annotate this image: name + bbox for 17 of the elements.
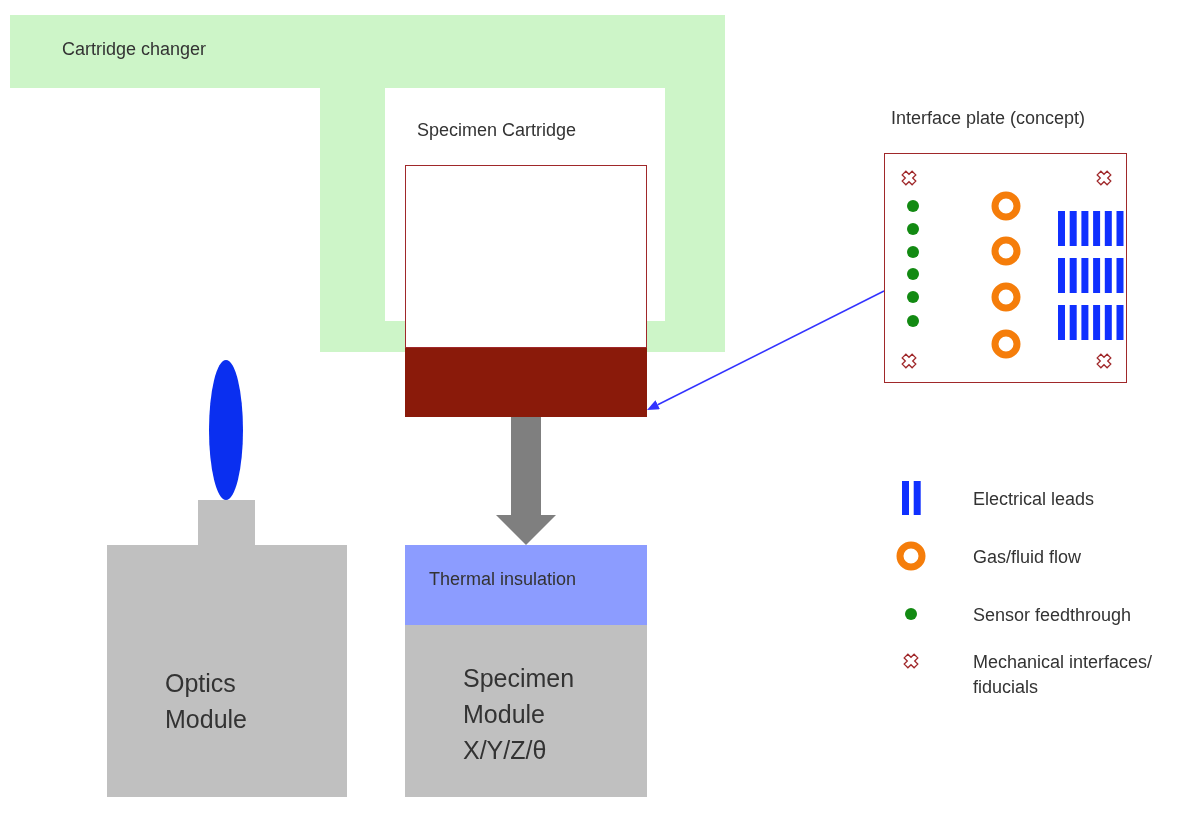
module-label: Specimen Module X/Y/Z/θ xyxy=(463,663,576,766)
cartridge-base-bar xyxy=(405,348,647,417)
plate-title: Interface plate (concept) xyxy=(891,108,1086,129)
legend-label: Gas/fluid flow xyxy=(973,546,1083,569)
specimen-module-block xyxy=(405,545,647,797)
arrow xyxy=(647,290,885,411)
cartridge-title: Specimen Cartridge xyxy=(417,120,577,141)
module-label: Optics Module xyxy=(165,668,248,735)
legend-label: Mechanical interfaces/ fiducials xyxy=(973,651,1154,699)
cartridge-changer-bar xyxy=(10,15,725,88)
frame-label: Cartridge changer xyxy=(62,39,207,60)
legend-label: Sensor feedthrough xyxy=(973,604,1133,627)
legend-label: Electrical leads xyxy=(973,488,1096,511)
arrow xyxy=(496,417,556,545)
optics-module-block xyxy=(107,500,347,797)
insulation-layer xyxy=(405,545,647,625)
layer-label: Thermal insulation xyxy=(429,569,577,590)
